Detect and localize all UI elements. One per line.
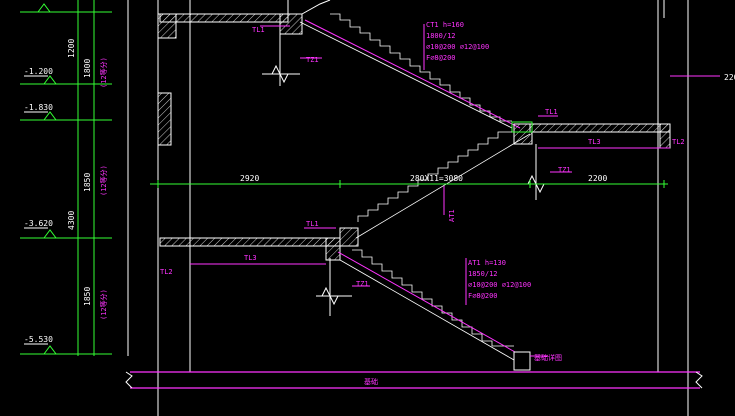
dim-1850-lower: 1850 [83, 287, 92, 306]
lower-flight-rebar-line [337, 251, 516, 353]
beam-label-tl3-right: TL3 [588, 138, 601, 146]
level-underlines [24, 75, 48, 345]
upper-flight-rebar-2: F⌀8@200 [426, 54, 456, 62]
right-landing-slab [513, 123, 671, 149]
dim-1800: 1800 [83, 59, 92, 78]
right-edge-dim: 220 [724, 73, 735, 82]
beam-label-tz1-top: TZ1 [306, 56, 319, 64]
dim-2200: 2200 [588, 174, 607, 183]
lower-flight-rebar-2: F⌀8@200 [468, 292, 498, 300]
beam-label-tz1-right: TZ1 [558, 166, 571, 174]
beam-label-tl3-left: TL3 [244, 254, 257, 262]
middle-flight-steps [355, 131, 531, 239]
dim-steps-upper: (12等分) [99, 57, 108, 88]
foundation-note: 基础详图 [534, 353, 562, 362]
base-label: 基础 [364, 377, 378, 386]
lower-flight-steps [339, 249, 515, 361]
beam-label-tl2-left: TL2 [160, 268, 173, 276]
beam-label-tz1-mid: TZ1 [356, 280, 369, 288]
dim-steps-mid: (12等分) [99, 165, 108, 196]
dim-280x11: 280X11=3080 [410, 174, 463, 183]
level-label-1: -1.200 [24, 67, 53, 76]
beam-label-at1-tag: AT1 [448, 209, 456, 222]
dim-1850-upper: 1850 [83, 173, 92, 192]
base-line [130, 371, 700, 389]
level-label-3: -3.620 [24, 219, 53, 228]
upper-flight-rebar-line [304, 19, 521, 129]
upper-flight-code: CT1 h=160 [426, 21, 464, 29]
lower-footing-block [513, 351, 531, 371]
column-break-symbols [262, 30, 552, 316]
dim-1200: 1200 [67, 39, 76, 58]
leader-lines [190, 24, 720, 357]
dim-steps-lower: (12等分) [99, 289, 108, 320]
upper-flight-steps [299, 13, 513, 129]
dim-4300: 4300 [67, 211, 76, 230]
upper-flight-span: 1800/12 [426, 32, 456, 40]
lower-flight-rebar-1: ⌀10@200 ⌀12@100 [468, 281, 531, 289]
level-label-4: -5.530 [24, 335, 53, 344]
dim-2920: 2920 [240, 174, 259, 183]
lower-flight-span: 1850/12 [468, 270, 498, 278]
middle-landing-slab [159, 227, 359, 261]
lower-flight-code: AT1 h=130 [468, 259, 506, 267]
right-landing-green-marker [511, 121, 533, 133]
horizontal-dimension-line [150, 180, 668, 188]
beam-label-tl1-mid: TL1 [306, 220, 319, 228]
top-landing-slab [159, 0, 331, 35]
vertical-dimension-lines [20, 0, 112, 356]
level-label-2: -1.830 [24, 103, 53, 112]
upper-flight-rebar-1: ⌀10@200 ⌀12@100 [426, 43, 489, 51]
beam-label-tl1-right: TL1 [545, 108, 558, 116]
beam-label-tl2-right: TL2 [672, 138, 685, 146]
beam-label-tl1-top: TL1 [252, 26, 265, 34]
wall-lines [127, 0, 689, 416]
base-break-marks [125, 371, 703, 389]
